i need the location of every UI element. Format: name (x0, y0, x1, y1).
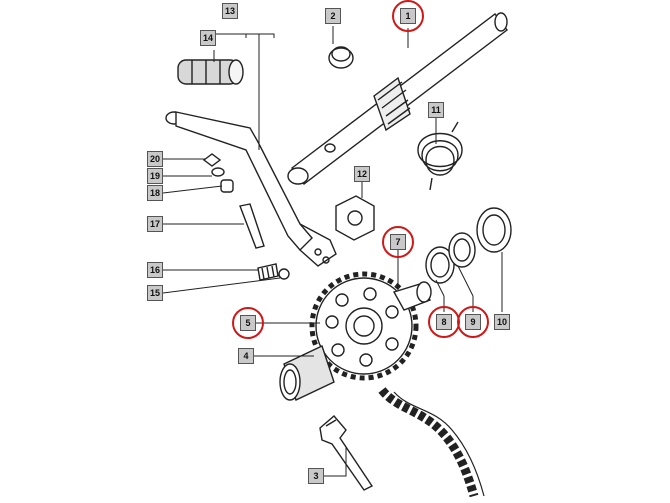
leader-lines (162, 26, 503, 477)
return-spring (417, 121, 463, 191)
callout-17: 17 (147, 216, 163, 232)
callout-19: 19 (147, 168, 163, 184)
kickstart-lever (165, 111, 337, 267)
callout-16: 16 (147, 262, 163, 278)
callout-5: 5 (240, 315, 256, 331)
callout-9: 9 (465, 314, 481, 330)
bearing-sleeve (279, 345, 335, 401)
pin (239, 203, 265, 249)
kickstart-rubber (177, 59, 244, 85)
callout-10: 10 (494, 314, 510, 330)
callout-11: 11 (428, 102, 444, 118)
callout-15: 15 (147, 285, 163, 301)
callout-14: 14 (200, 30, 216, 46)
screw (257, 263, 290, 281)
callout-7: 7 (390, 234, 406, 250)
callout-12: 12 (354, 166, 370, 182)
callout-13: 13 (222, 3, 238, 19)
circlip (425, 246, 455, 284)
bushing (328, 46, 354, 69)
thick-washer (476, 207, 512, 253)
callout-4: 4 (238, 348, 254, 364)
callout-18: 18 (147, 185, 163, 201)
thin-washer (448, 232, 476, 268)
callout-3: 3 (308, 468, 324, 484)
callout-2: 2 (325, 8, 341, 24)
sprocket (309, 271, 419, 381)
shaft-guide (335, 195, 375, 241)
sprocket-hub (392, 281, 432, 311)
drive-chain (378, 387, 485, 498)
callout-20: 20 (147, 151, 163, 167)
callout-1: 1 (400, 8, 416, 24)
kickstart-shaft (287, 12, 508, 185)
callout-8: 8 (436, 314, 452, 330)
